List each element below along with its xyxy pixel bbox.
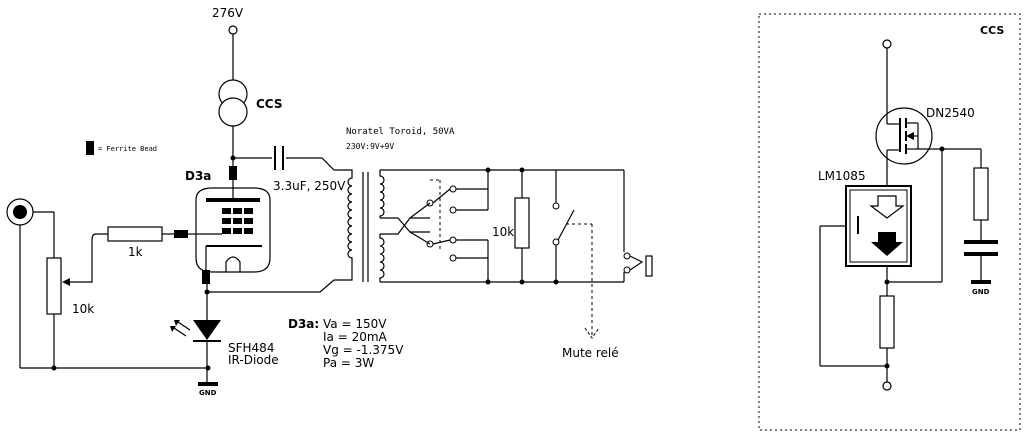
- operating-point-line-3: Vg = -1.375V: [323, 343, 404, 357]
- potentiometer: 10k: [46, 212, 94, 368]
- cathode-path: SFH484 IR-Diode: [170, 266, 279, 382]
- operating-point: D3a: Va = 150V Ia = 20mA Vg = -1.375V Pa…: [288, 317, 404, 370]
- ferrite-bead-anode: [229, 166, 237, 180]
- transformer: Noratel Toroid, 50VA 230V:9V+9V: [334, 127, 488, 283]
- ccs-detail-title: CCS: [980, 24, 1004, 37]
- regulator-lm1085: LM1085: [818, 169, 912, 267]
- supply-terminal: 276V: [212, 6, 244, 80]
- operating-point-line-4: Pa = 3W: [323, 356, 374, 370]
- ground-label: GND: [199, 389, 217, 397]
- mute-label: Mute relé: [562, 346, 619, 360]
- supply-voltage-label: 276V: [212, 6, 244, 20]
- grid-resistor-value: 1k: [128, 245, 143, 259]
- mosfet-label: DN2540: [926, 106, 975, 120]
- switch-network: [380, 167, 491, 285]
- ccs-detail-ground: GND: [972, 288, 990, 296]
- operating-point-title: D3a:: [288, 317, 319, 331]
- operating-point-line-2: Ia = 20mA: [323, 330, 388, 344]
- transformer-ratio: 230V:9V+9V: [346, 142, 394, 151]
- mosfet-dn2540: DN2540: [875, 106, 975, 186]
- tube-name: D3a: [185, 169, 211, 183]
- operating-point-line-1: Va = 150V: [323, 317, 387, 331]
- coupling-capacitor: 3.3uF, 250V: [230, 146, 346, 193]
- ccs-detail-box: CCS DN2540: [758, 13, 1021, 431]
- transformer-name: Noratel Toroid, 50VA: [346, 127, 455, 137]
- ferrite-legend: = Ferrite Bead: [86, 141, 157, 155]
- input-jack: [6, 198, 54, 368]
- load-resistor: 10k: [488, 167, 556, 285]
- diode-part: SFH484: [228, 341, 274, 355]
- output-jack: [556, 169, 653, 283]
- ground-symbol: GND: [198, 382, 218, 397]
- ferrite-legend-text: = Ferrite Bead: [98, 145, 157, 153]
- regulator-label: LM1085: [818, 169, 866, 183]
- tube-d3a: D3a: [185, 169, 271, 273]
- ccs-symbol: CCS: [218, 79, 282, 158]
- ccs-label: CCS: [256, 97, 282, 111]
- grid-resistor: 1k: [62, 226, 200, 286]
- pot-value: 10k: [72, 302, 94, 316]
- diode-type: IR-Diode: [228, 353, 279, 367]
- coupling-cap-value: 3.3uF, 250V: [273, 179, 346, 193]
- load-resistor-value: 10k: [492, 225, 514, 239]
- mute-relay-contact: Mute relé: [522, 169, 619, 360]
